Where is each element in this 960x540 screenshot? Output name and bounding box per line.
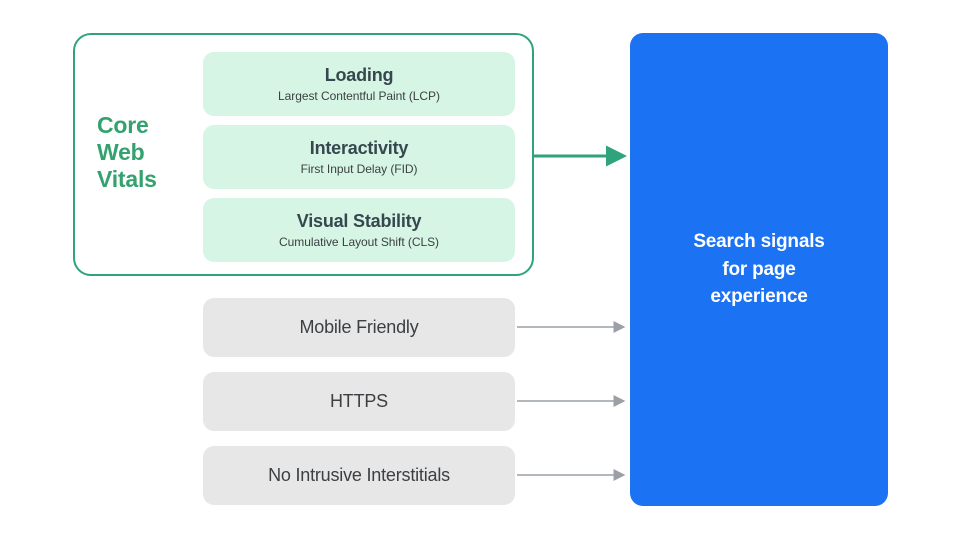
core-web-vitals-group [73, 33, 534, 276]
metric-card-interactivity[interactable]: Interactivity First Input Delay (FID) [203, 125, 515, 189]
search-signals-text: Search signals for page experience [693, 231, 825, 308]
signal-card-mobile-friendly[interactable]: Mobile Friendly [203, 298, 515, 357]
signal-card-https[interactable]: HTTPS [203, 372, 515, 431]
core-web-vitals-label-line-1: Core [97, 112, 149, 138]
metric-title: Loading [324, 64, 394, 85]
core-web-vitals-label-line-2: Web [97, 139, 145, 166]
search-signals-box[interactable]: Search signals for page experience [630, 33, 888, 506]
metric-card-visual-stability[interactable]: Visual Stability Cumulative Layout Shift… [203, 198, 515, 262]
metric-subtitle: Cumulative Layout Shift (CLS) [279, 234, 439, 249]
signal-title: Mobile Friendly [299, 317, 419, 337]
metric-card-loading[interactable]: Loading Largest Contentful Paint (LCP) [203, 52, 515, 116]
signal-card-no-intrusive-interstitials[interactable]: No Intrusive Interstitials [203, 446, 515, 505]
signal-title: No Intrusive Interstitials [268, 465, 450, 485]
core-web-vitals-label-line-3: Vitals [97, 166, 157, 193]
metric-subtitle: Largest Contentful Paint (LCP) [278, 88, 440, 103]
metric-subtitle: First Input Delay (FID) [300, 161, 418, 176]
metric-title: Interactivity [309, 137, 409, 158]
metric-title: Visual Stability [296, 210, 422, 231]
signal-title: HTTPS [329, 391, 388, 411]
